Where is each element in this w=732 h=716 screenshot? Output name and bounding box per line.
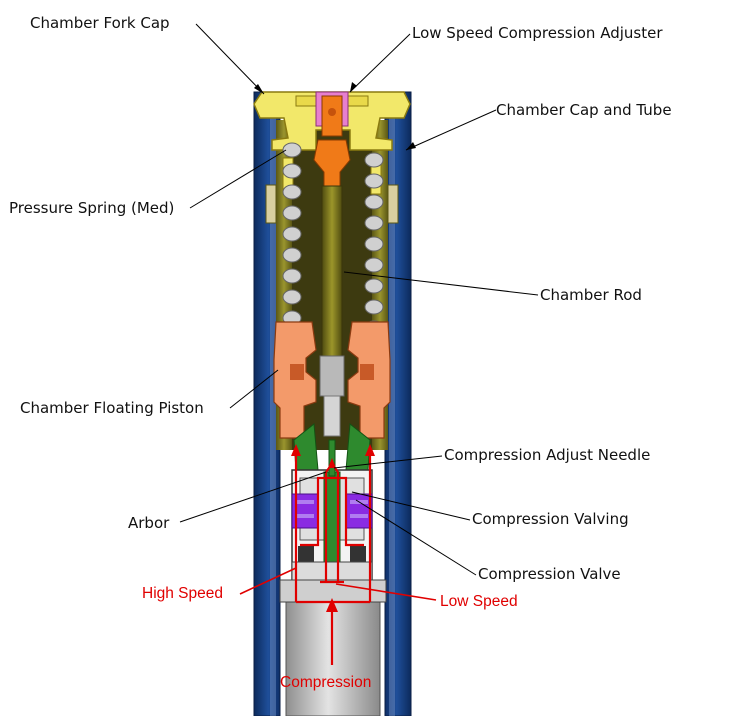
label-compression-valve: Compression Valve <box>478 565 621 583</box>
spring-coil <box>364 299 384 315</box>
low-speed-compression-adjuster <box>313 91 351 189</box>
label-compression: Compression <box>280 674 372 691</box>
label-arbor: Arbor <box>128 514 170 532</box>
spring-coil <box>364 257 384 273</box>
spring-coil <box>282 184 302 200</box>
label-chamber-floating-piston: Chamber Floating Piston <box>20 399 204 417</box>
label-chamber-rod: Chamber Rod <box>540 286 642 304</box>
spring-coil <box>282 289 302 305</box>
flow-leader-lines <box>239 567 437 601</box>
spring-coil <box>282 205 302 221</box>
leader-lines <box>179 23 539 576</box>
spring-coil <box>282 268 302 284</box>
leader-arrowheads <box>254 82 416 150</box>
spring-coil <box>282 247 302 263</box>
spring-coil <box>364 215 384 231</box>
label-pressure-spring: Pressure Spring (Med) <box>9 199 175 217</box>
spring-coil <box>282 163 302 179</box>
spring-coil <box>364 152 384 168</box>
label-chamber-fork-cap: Chamber Fork Cap <box>30 14 170 32</box>
chamber-floating-piston <box>273 321 391 439</box>
compression-valve <box>291 546 373 581</box>
spring-coil <box>364 236 384 252</box>
pressure-spring <box>282 142 384 336</box>
label-high-speed: High Speed <box>142 585 224 602</box>
label-chamber-cap-and-tube: Chamber Cap and Tube <box>496 101 672 119</box>
spring-coil <box>282 142 302 158</box>
spring-coil <box>364 194 384 210</box>
label-low-speed: Low Speed <box>440 593 518 610</box>
chamber-rod <box>321 185 343 357</box>
label-compression-valving: Compression Valving <box>472 510 629 528</box>
oil-flow-arrowheads <box>291 444 375 612</box>
oil-flow-paths <box>294 448 372 665</box>
spring-coil <box>364 278 384 294</box>
label-low-speed-compression-adjuster: Low Speed Compression Adjuster <box>412 24 663 42</box>
spring-coil <box>364 173 384 189</box>
label-compression-adjust-needle: Compression Adjust Needle <box>444 446 651 464</box>
spring-coil <box>282 226 302 242</box>
